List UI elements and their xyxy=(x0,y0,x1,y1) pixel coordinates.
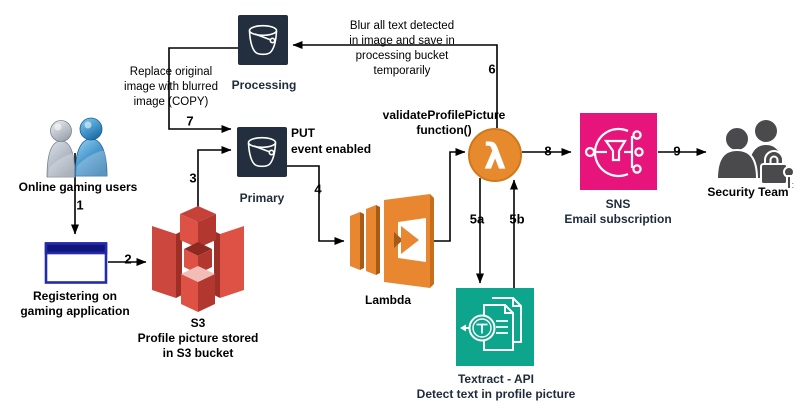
arrow-6-function-to-processing xyxy=(292,41,498,128)
lambda-symbol: λ xyxy=(484,137,507,178)
arrow-7-processing-to-primary xyxy=(168,47,238,133)
lambda-service-icon xyxy=(350,194,434,288)
gaming-users-icon xyxy=(46,117,108,178)
sns-icon xyxy=(580,113,657,190)
registration-window-icon xyxy=(44,242,108,284)
textract-icon xyxy=(456,288,534,366)
arrow-4-primary-to-lambda xyxy=(287,165,345,245)
primary-bucket-icon xyxy=(237,127,287,177)
connector-lambda-to-function xyxy=(433,148,466,242)
security-team-icon xyxy=(715,120,796,190)
s3-icon xyxy=(152,206,244,312)
processing-bucket-icon xyxy=(238,15,288,65)
lambda-function-icon: λ xyxy=(468,128,522,182)
